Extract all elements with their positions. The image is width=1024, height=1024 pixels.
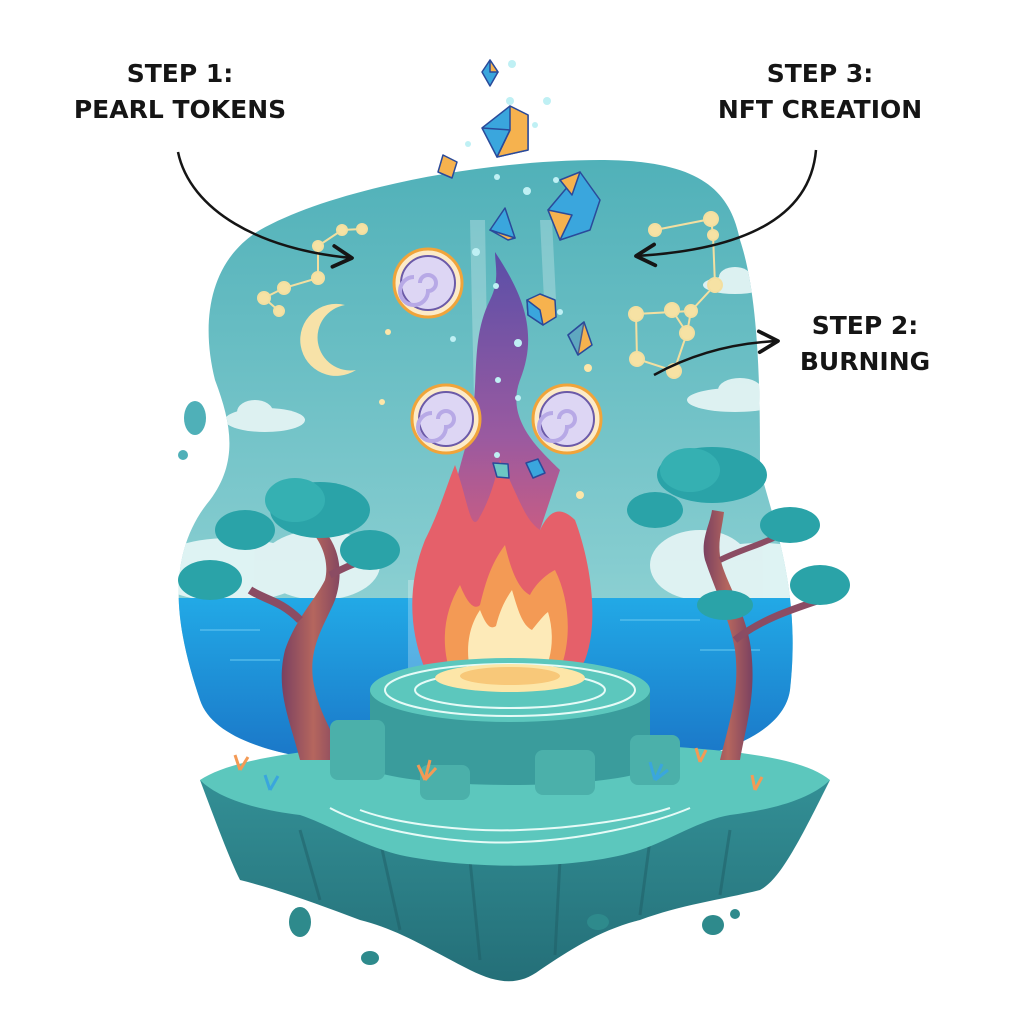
pearl-token-icon <box>392 247 464 319</box>
step2-number: STEP 2: <box>811 311 919 340</box>
arrow-step1 <box>176 151 354 269</box>
crystal-icon <box>481 59 499 87</box>
crystal-icon <box>567 321 593 356</box>
step1-title: PEARL TOKENS <box>73 95 287 124</box>
step2-title: BURNING <box>799 347 931 376</box>
step2-label: STEP 2: BURNING <box>770 308 960 380</box>
crystal-icon <box>525 458 546 479</box>
rune-circle-ground <box>329 807 691 844</box>
step1-label: STEP 1: PEARL TOKENS <box>60 56 300 128</box>
pearl-token-icon <box>531 383 603 455</box>
plants <box>233 747 764 791</box>
arrow-step2 <box>653 329 780 377</box>
tree-right <box>627 447 850 760</box>
crystal-icon <box>492 462 510 479</box>
pearl-token-icon <box>410 383 482 455</box>
step1-number: STEP 1: <box>126 59 234 88</box>
step3-label: STEP 3: NFT CREATION <box>700 56 940 128</box>
step3-number: STEP 3: <box>766 59 874 88</box>
arrow-step3 <box>634 149 818 268</box>
constellation-icon <box>257 211 723 379</box>
crystal-icon <box>526 293 557 326</box>
nft-crystals <box>437 59 601 479</box>
crystal-icon <box>489 207 516 241</box>
crystal-icon <box>481 105 529 158</box>
smoke-plume <box>451 252 560 560</box>
altar-pedestal <box>330 658 680 800</box>
step3-title: NFT CREATION <box>717 95 923 124</box>
sparkles <box>379 60 592 499</box>
tree-left <box>178 478 400 760</box>
crescent-moon-icon <box>300 303 356 376</box>
crystal-icon <box>437 154 458 179</box>
crystal-icon <box>547 171 601 241</box>
pearl-tokens <box>392 247 603 455</box>
